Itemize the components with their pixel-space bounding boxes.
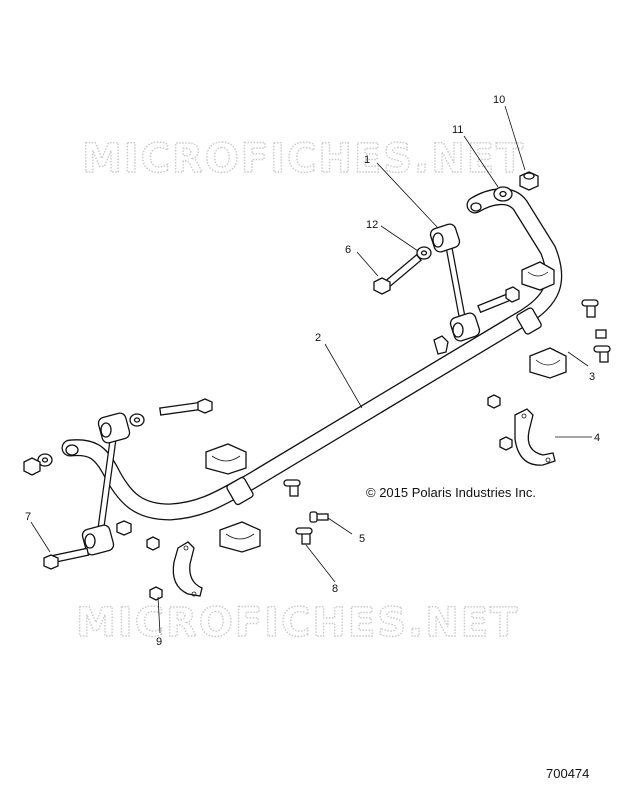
nut-link-bottom: [116, 520, 132, 536]
bolt-rear-right: [477, 286, 520, 314]
screw-right: [595, 329, 607, 339]
callout-1: 1: [364, 154, 370, 166]
callout-6: 6: [345, 244, 351, 256]
callout-5: 5: [359, 533, 365, 545]
bushing-mid: [205, 443, 247, 475]
nut-lower-mid: [146, 536, 160, 551]
bushing-right-top: [521, 261, 555, 291]
nut-part-10: [519, 171, 539, 191]
bushing-part-3: [529, 347, 567, 379]
callout-7: 7: [25, 511, 31, 523]
callout-8: 8: [332, 583, 338, 595]
washer-part-12: [416, 246, 432, 260]
bushing-lower: [219, 521, 261, 553]
bracket-left: [172, 541, 203, 597]
nut-right-b: [499, 436, 513, 451]
bracket-part-4: [514, 408, 556, 466]
callout-2: 2: [315, 332, 321, 344]
bolt-part-6: [373, 253, 422, 295]
callout-11: 11: [452, 124, 463, 136]
screw-part-5: [309, 511, 329, 523]
stabilizer-bar: [61, 188, 563, 521]
stabilizer-link-right: [429, 223, 481, 355]
bolt-right-a: [581, 299, 599, 318]
callout-4: 4: [594, 432, 600, 444]
bolt-part-7: [43, 547, 90, 570]
nut-part-9: [149, 586, 163, 601]
nut-left: [23, 457, 41, 476]
stabilizer-link-left: [81, 412, 131, 556]
watermark-top: MICROFICHES.NET: [82, 136, 525, 182]
bolt-mid-left: [159, 398, 213, 416]
callout-10: 10: [493, 94, 505, 106]
callout-12: 12: [366, 219, 378, 231]
callout-9: 9: [156, 636, 162, 648]
washer-part-11: [493, 186, 513, 202]
callout-3: 3: [589, 371, 595, 383]
nut-right-a: [487, 394, 501, 409]
washer-left: [37, 453, 53, 467]
copyright-notice: © 2015 Polaris Industries Inc.: [366, 485, 536, 500]
bolt-under-bar: [283, 479, 301, 497]
bolt-part-8: [295, 527, 313, 545]
watermark-bottom: MICROFICHES.NET: [76, 600, 519, 646]
washer-mid-left: [129, 413, 145, 427]
drawing-number: 700474: [546, 766, 589, 781]
leader-lines: [30, 105, 592, 634]
bolt-right-b: [593, 345, 611, 363]
